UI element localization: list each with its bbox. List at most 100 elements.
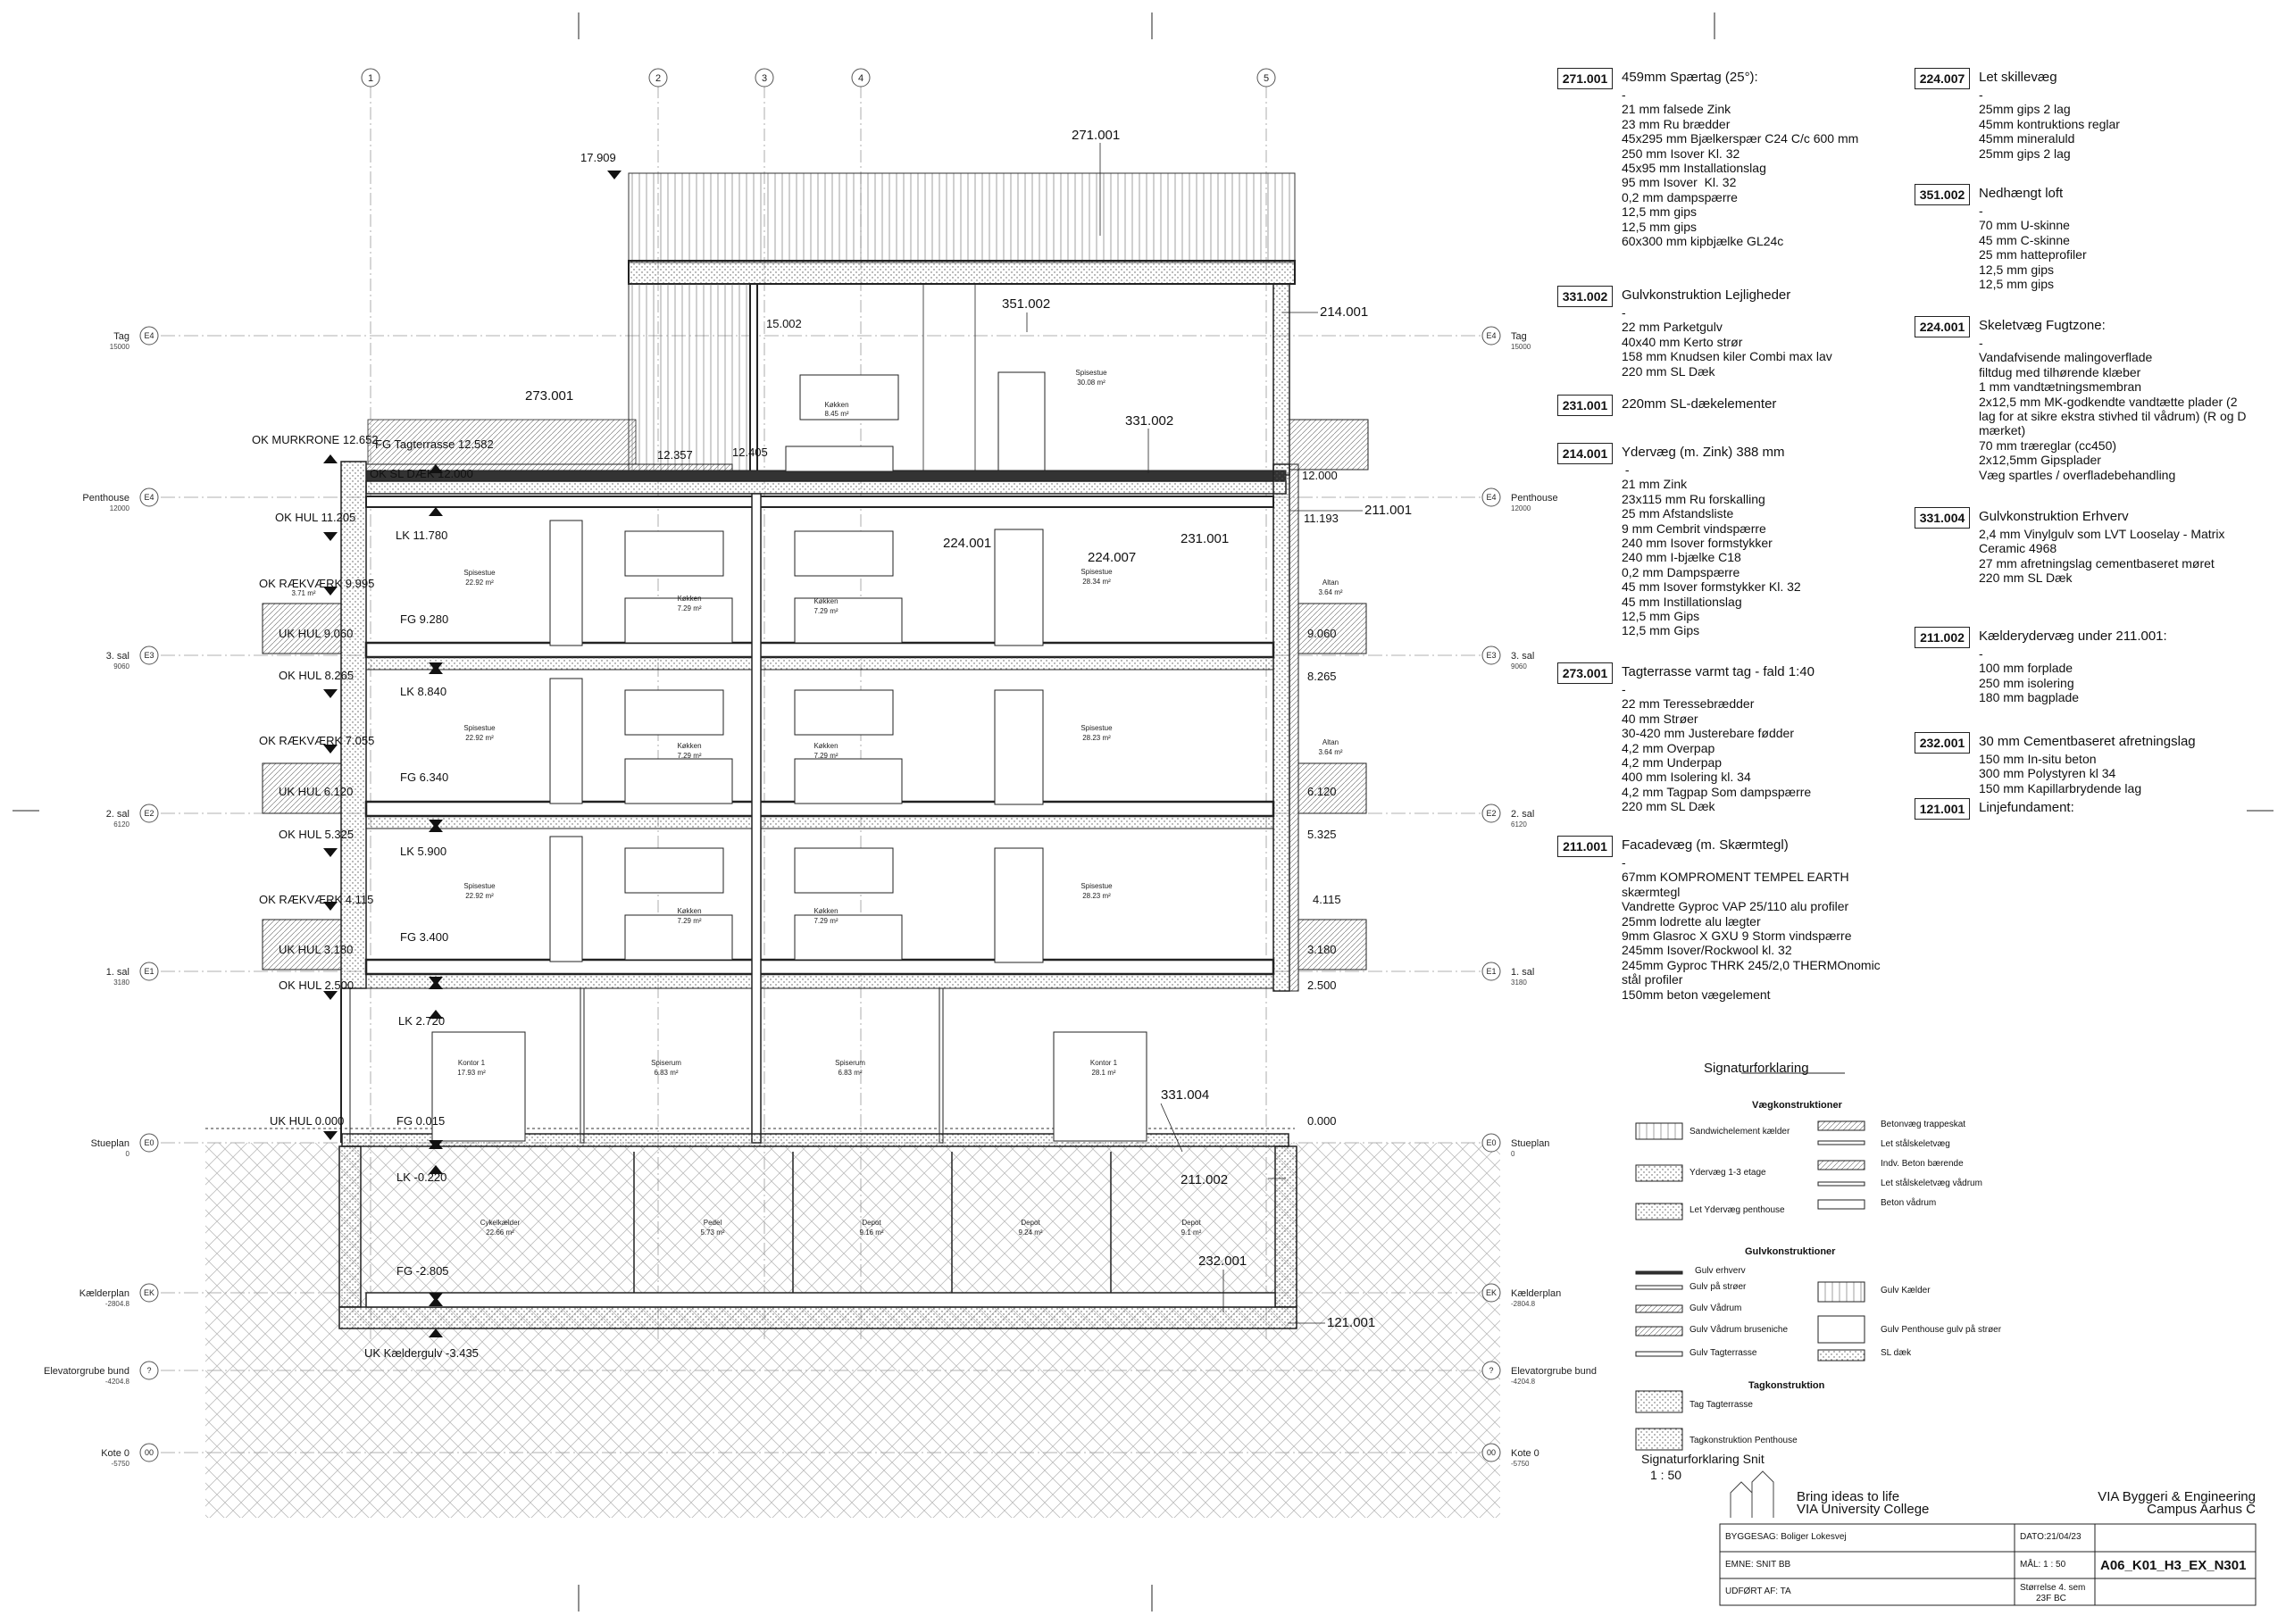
legend-item: SL dæk (1881, 1348, 1912, 1358)
tb-stoerrelse: Størrelse 4. sem (2020, 1583, 2086, 1593)
level-name: Kælderplan (1511, 1288, 1561, 1299)
drawing-label: 6.83 m² (838, 1069, 862, 1077)
spec-code: 232.001 (1915, 732, 1970, 754)
callout-label: 232.001 (1198, 1253, 1247, 1269)
drawing-label: 28.34 m² (1082, 578, 1111, 586)
level-bubbles (139, 326, 1501, 1462)
doors (431, 371, 1147, 1142)
level-tag: 00 (145, 1448, 154, 1457)
drawing-label: Kontor 1 (1090, 1059, 1118, 1067)
roof-slab (628, 260, 1296, 285)
callout-label: 214.001 (1320, 304, 1368, 320)
legend-item: Let stålskeletvæg vådrum (1881, 1178, 1982, 1188)
drawing-label: 28.23 m² (1082, 892, 1111, 900)
spec-code: 351.002 (1915, 184, 1970, 205)
level-tag: E3 (1486, 651, 1496, 660)
level-value: 15000 (110, 343, 130, 351)
drawing-label: Depot (1181, 1219, 1201, 1227)
spec-title: Tagterrasse varmt tag - fald 1:40 (1622, 664, 1815, 679)
tb-stoerrelse2: 23F BC (2036, 1594, 2066, 1603)
elevation-label: LK 2.720 (398, 1014, 445, 1028)
drawing-label: 3.64 m² (1318, 588, 1342, 596)
tb-dato: DATO:21/04/23 (2020, 1532, 2082, 1542)
elevation-label: 12.357 (657, 448, 693, 462)
material-callouts: 271.001 273.001 351.002 214.001 331.002 … (525, 128, 1412, 1330)
org-line2: Campus Aarhus C (2147, 1502, 2256, 1517)
legend-item: Gulv Kælder (1881, 1286, 1931, 1295)
legend-item: Let stålskeletvæg (1881, 1139, 1950, 1149)
grid-bubbles (361, 68, 1276, 87)
roof-zinc (628, 172, 1296, 263)
brand-line1: Bring ideas to life (1797, 1489, 1900, 1504)
drawing-label: 28.23 m² (1082, 734, 1111, 742)
grid-label: 2 (655, 73, 661, 84)
spec-title: 220mm SL-dækelementer (1622, 396, 1777, 412)
elevation-label: 15.002 (766, 317, 802, 330)
legend-item: Gulv erhverv (1695, 1266, 1746, 1276)
spec-lines: - 25mm gips 2 lag 45mm kontruktions regl… (1979, 87, 2120, 161)
level-name: Kælderplan (79, 1288, 129, 1299)
elevation-label: LK 11.780 (396, 529, 447, 542)
spec-title: Linjefundament: (1979, 800, 2074, 815)
level-tag: E3 (144, 651, 154, 660)
drawing-label: Depot (1021, 1219, 1040, 1227)
level-value: 9060 (1511, 662, 1527, 670)
level-tag: EK (144, 1288, 154, 1297)
level-tag: E4 (144, 331, 154, 340)
elevation-label: UK Kældergulv -3.435 (364, 1346, 479, 1360)
level-tag: E1 (144, 967, 154, 976)
legend-item: Let Ydervæg penthouse (1689, 1205, 1785, 1215)
callout-label: 331.004 (1161, 1087, 1209, 1103)
legend-item: Tagkonstruktion Penthouse (1689, 1436, 1798, 1445)
elevation-label: 2.500 (1307, 979, 1337, 992)
callout-label: 121.001 (1327, 1315, 1375, 1330)
drawing-label: 22.92 m² (465, 734, 494, 742)
via-logo (1730, 1470, 1774, 1518)
level-name: Elevatorgrube bund (44, 1366, 129, 1377)
spec-lines: - 67mm KOMPROMENT TEMPEL EARTH skærmtegl… (1622, 855, 1881, 1002)
spec-title: Let skillevæg (1979, 70, 2057, 85)
level-value: 0 (126, 1150, 130, 1158)
legend-item: Gulv Vådrum (1689, 1303, 1742, 1313)
grid-label: 3 (762, 73, 767, 84)
drawing-label: 28.1 m² (1091, 1069, 1115, 1077)
elevation-label: UK HUL 9.060 (279, 627, 353, 640)
elevation-label: 12.000 (1302, 469, 1338, 482)
level-tag: E4 (1486, 493, 1496, 502)
level-value: -2804.8 (1511, 1300, 1536, 1308)
drawing-label: Spisestue (1075, 369, 1107, 377)
elevation-label: OK SL DÆK 12.000 (370, 467, 473, 480)
drawing-label: 17.93 m² (457, 1069, 486, 1077)
spec-title: Ydervæg (m. Zink) 388 mm (1622, 445, 1785, 460)
drawing-label: Spisestue (463, 569, 496, 577)
elevation-label: UK HUL 6.120 (279, 785, 353, 798)
level-value: 3180 (1511, 979, 1527, 987)
level-name: Elevatorgrube bund (1511, 1366, 1597, 1377)
tb-maal: MÅL: 1 : 50 (2020, 1560, 2066, 1570)
elevation-label: 8.265 (1307, 670, 1337, 683)
level-name: Tag (113, 331, 129, 342)
elevation-label: OK RÆKVÆRK 4.115 (259, 893, 373, 906)
room-labels: Køkken 8.45 m² Spisestue 30.08 m² Spises… (291, 369, 1342, 1237)
level-tag: E4 (144, 493, 154, 502)
level-tag: ? (146, 1366, 151, 1375)
legend-item: Beton vådrum (1881, 1198, 1937, 1208)
tb-byggesag: BYGGESAG: Boliger Lokesvej (1725, 1532, 1847, 1542)
level-name: 2. sal (1511, 809, 1534, 820)
spec-code: 271.001 (1557, 68, 1613, 89)
drawing-label: Cykelkælder (480, 1219, 521, 1227)
level-tag: E0 (144, 1138, 154, 1147)
drawing-label: 7.29 m² (813, 917, 838, 925)
elevation-label: LK -0.220 (396, 1170, 446, 1184)
drawing-label: 7.29 m² (677, 604, 701, 612)
level-name: Penthouse (82, 493, 129, 504)
legend-floor-heading: Gulvkonstruktioner (1745, 1246, 1836, 1257)
level-tag: EK (1486, 1288, 1497, 1297)
legend-item: Betonvæg trappeskat (1881, 1120, 1966, 1129)
level-name: 3. sal (106, 651, 129, 662)
drawing-label: Altan (1322, 579, 1339, 587)
level-name: 1. sal (1511, 967, 1534, 978)
drawing-label: 8.45 m² (824, 410, 848, 418)
spec-lines: - 21 mm falsede Zink 23 mm Ru brædder 45… (1622, 87, 1859, 249)
